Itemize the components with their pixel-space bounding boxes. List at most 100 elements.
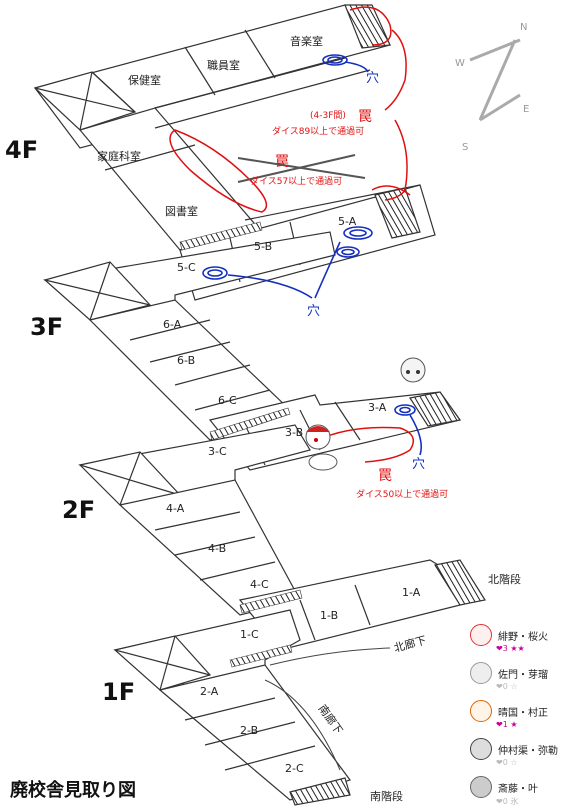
star-rating: ☆ xyxy=(510,682,518,691)
room-label: 2-C xyxy=(285,762,304,775)
party-member[interactable]: 緋野・桜火 ❤3 ★★ xyxy=(470,622,570,660)
heart-count: ❤0 xyxy=(496,682,508,691)
heart-count: ❤0 xyxy=(496,758,508,767)
room-label: 4-C xyxy=(250,578,269,591)
floor-1f xyxy=(113,609,351,806)
room-label: 5-C xyxy=(177,261,196,274)
party-member[interactable]: 仲村渠・弥勒 ❤0 ☆ xyxy=(470,736,570,774)
character-token-ghost[interactable] xyxy=(400,357,426,383)
hole-icon xyxy=(394,404,416,416)
member-stats: ❤0 氷 xyxy=(496,796,518,807)
room-label: 1-A xyxy=(402,586,421,599)
room-label: 2-A xyxy=(200,685,219,698)
avatar xyxy=(470,776,492,798)
heart-count: ❤1 xyxy=(496,720,508,729)
door-2f xyxy=(239,589,303,614)
north-corridor-line xyxy=(269,647,391,666)
character-token-snake[interactable] xyxy=(305,424,338,471)
floor-3f xyxy=(43,231,462,471)
hole-icon xyxy=(322,54,348,66)
trap-2f-condition: ダイス50以上で通過可 xyxy=(356,488,448,500)
member-stats: ❤1 ★ xyxy=(496,720,518,729)
trap-label: 罠 xyxy=(275,154,289,170)
room-label: 3-B xyxy=(285,426,303,439)
hole-label: 穴 xyxy=(307,304,320,319)
north-corridor-label: 北廊下 xyxy=(392,633,427,655)
member-stats: ❤0 ☆ xyxy=(496,682,518,691)
member-name: 仲村渠・弥勒 xyxy=(498,746,558,757)
south-stairs-1f xyxy=(289,777,351,806)
party-member[interactable]: 晴国・村正 ❤1 ★ xyxy=(470,698,570,736)
room-label: 4-A xyxy=(166,502,185,515)
star-rating: ★ xyxy=(510,720,518,729)
room-label: 図書室 xyxy=(165,204,198,218)
heart-count: ❤0 氷 xyxy=(496,797,519,806)
trap-4-3-condition: ダイス89以上で通過可 xyxy=(272,125,364,137)
member-stats: ❤0 ☆ xyxy=(496,758,518,767)
hole-icon xyxy=(336,246,360,258)
trap-crossed xyxy=(237,154,366,183)
floor-label-2f: 2F xyxy=(62,496,95,524)
door-3f xyxy=(209,407,291,441)
room-label: 1-C xyxy=(240,628,259,641)
south-stairs-label: 南階段 xyxy=(370,789,403,803)
party-roster: 緋野・桜火 ❤3 ★★ 佐門・芽瑠 ❤0 ☆ 晴国・村正 ❤1 ★ 仲村渠・弥勒… xyxy=(470,622,570,812)
compass-south: S xyxy=(462,142,468,153)
trap-4-3-prefix: (4-3F間) xyxy=(310,110,346,121)
member-name: 佐門・芽瑠 xyxy=(498,670,548,681)
compass-east: E xyxy=(523,104,529,115)
floor-label-1f: 1F xyxy=(102,678,135,706)
avatar xyxy=(470,700,492,722)
room-label: 6-A xyxy=(163,318,182,331)
member-name: 緋野・桜火 xyxy=(498,632,548,643)
floor-label-4f: 4F xyxy=(5,136,38,164)
room-label: 6-C xyxy=(218,394,237,407)
hole-markers xyxy=(202,54,423,456)
door-4f-south xyxy=(179,221,263,251)
heart-count: ❤3 xyxy=(496,644,508,653)
north-stairs-label: 北階段 xyxy=(488,572,521,586)
room-label: 2-B xyxy=(240,724,258,737)
room-label: 3-A xyxy=(368,401,387,414)
avatar xyxy=(470,738,492,760)
trap-paths xyxy=(169,6,415,463)
room-label: 1-B xyxy=(320,609,338,622)
floor-2f xyxy=(78,424,486,651)
room-label: 5-B xyxy=(254,240,272,253)
map-title: 廃校舎見取り図 xyxy=(10,780,136,801)
star-rating: ☆ xyxy=(510,758,518,767)
compass-rose xyxy=(469,38,521,122)
hole-icon xyxy=(343,226,373,240)
hole-label: 穴 xyxy=(412,457,425,472)
floor-label-3f: 3F xyxy=(30,313,63,341)
room-label: 3-C xyxy=(208,445,227,458)
trap-label: 罠 xyxy=(358,109,372,125)
north-stairs-4f xyxy=(344,4,391,49)
room-label: 5-A xyxy=(338,215,357,228)
trap-label: 罠 xyxy=(378,468,392,484)
avatar xyxy=(470,624,492,646)
room-label: 4-B xyxy=(208,542,226,555)
party-member[interactable]: 斎藤・叶 ❤0 氷 xyxy=(470,774,570,812)
avatar xyxy=(470,662,492,684)
compass-north: N xyxy=(520,22,527,33)
compass-west: W xyxy=(455,58,465,69)
member-name: 晴国・村正 xyxy=(498,708,548,719)
north-stairs-2f xyxy=(434,559,486,606)
star-rating: ★★ xyxy=(510,644,525,653)
room-label: 職員室 xyxy=(207,58,240,72)
room-label: 音楽室 xyxy=(290,34,323,48)
party-member[interactable]: 佐門・芽瑠 ❤0 ☆ xyxy=(470,660,570,698)
south-corridor-line xyxy=(264,679,341,771)
room-label: 6-B xyxy=(177,354,195,367)
door-1f xyxy=(229,644,293,668)
room-label: 保健室 xyxy=(128,73,161,87)
south-stairs-3f xyxy=(409,391,462,427)
member-name: 斎藤・叶 xyxy=(498,784,538,795)
room-label: 家庭科室 xyxy=(97,149,141,163)
trap-library-condition: ダイス57以上で通過可 xyxy=(250,175,342,187)
hole-label: 穴 xyxy=(366,71,379,86)
member-stats: ❤3 ★★ xyxy=(496,644,525,653)
hole-icon xyxy=(202,266,228,280)
